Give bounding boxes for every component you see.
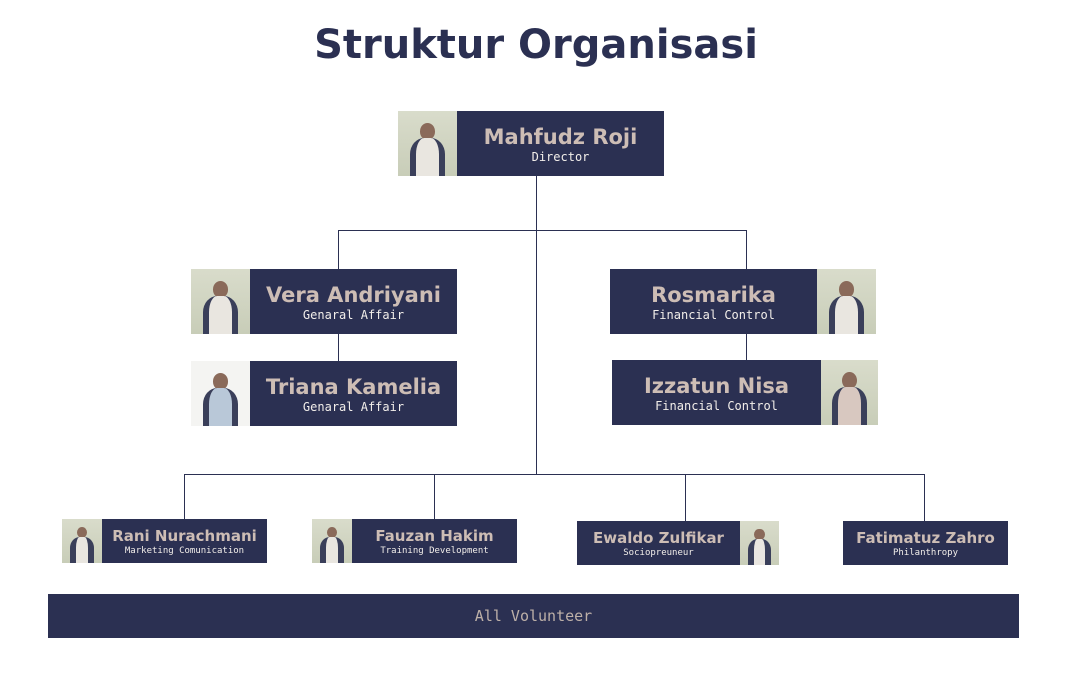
member-photo	[312, 519, 352, 563]
connector-line	[184, 474, 925, 475]
member-role: Financial Control	[652, 307, 775, 322]
member-name: Vera Andriyani	[266, 282, 441, 307]
member-card: Vera Andriyani Genaral Affair	[250, 269, 457, 334]
member-role: Genaral Affair	[302, 399, 405, 414]
member-photo	[817, 269, 876, 334]
member-role: Genaral Affair	[302, 307, 405, 322]
member-name: Rani Nurachmani	[112, 526, 257, 545]
member-card: Izzatun Nisa Financial Control	[612, 360, 821, 425]
member-role: Marketing Comunication	[124, 545, 245, 556]
director-card: Mahfudz Roji Director	[457, 111, 664, 176]
member-card: Triana Kamelia Genaral Affair	[250, 361, 457, 426]
member-role: Sociopreuneur	[623, 547, 694, 558]
all-volunteer-bar: All Volunteer	[48, 594, 1019, 638]
member-name: Ewaldo Zulfikar	[593, 528, 724, 547]
member-name: Rosmarika	[651, 282, 776, 307]
member-name: Triana Kamelia	[265, 374, 442, 399]
member-name: Fatimatuz Zahro	[856, 528, 995, 547]
connector-line	[685, 474, 686, 521]
member-card: Rosmarika Financial Control	[610, 269, 817, 334]
connector-line	[924, 474, 925, 521]
director-photo	[398, 111, 457, 176]
connector-line	[536, 176, 537, 474]
member-card: Fauzan Hakim Training Development	[352, 519, 517, 563]
member-role: Philanthropy	[892, 547, 959, 558]
member-photo	[191, 269, 250, 334]
member-name: Mahfudz Roji	[483, 124, 638, 149]
member-role: Training Development	[380, 545, 489, 556]
connector-line	[338, 230, 746, 231]
member-card: Rani Nurachmani Marketing Comunication	[102, 519, 267, 563]
page-title: Struktur Organisasi	[314, 22, 758, 68]
member-role: Financial Control	[655, 398, 778, 413]
connector-line	[434, 474, 435, 519]
member-photo	[191, 361, 250, 426]
member-card: Fatimatuz Zahro Philanthropy	[843, 521, 1008, 565]
member-photo	[62, 519, 102, 563]
member-photo	[821, 360, 878, 425]
member-photo	[740, 521, 779, 565]
connector-line	[184, 474, 185, 519]
member-name: Izzatun Nisa	[643, 373, 790, 398]
member-card: Ewaldo Zulfikar Sociopreuneur	[577, 521, 740, 565]
member-name: Fauzan Hakim	[375, 526, 494, 545]
member-role: Director	[531, 149, 590, 164]
